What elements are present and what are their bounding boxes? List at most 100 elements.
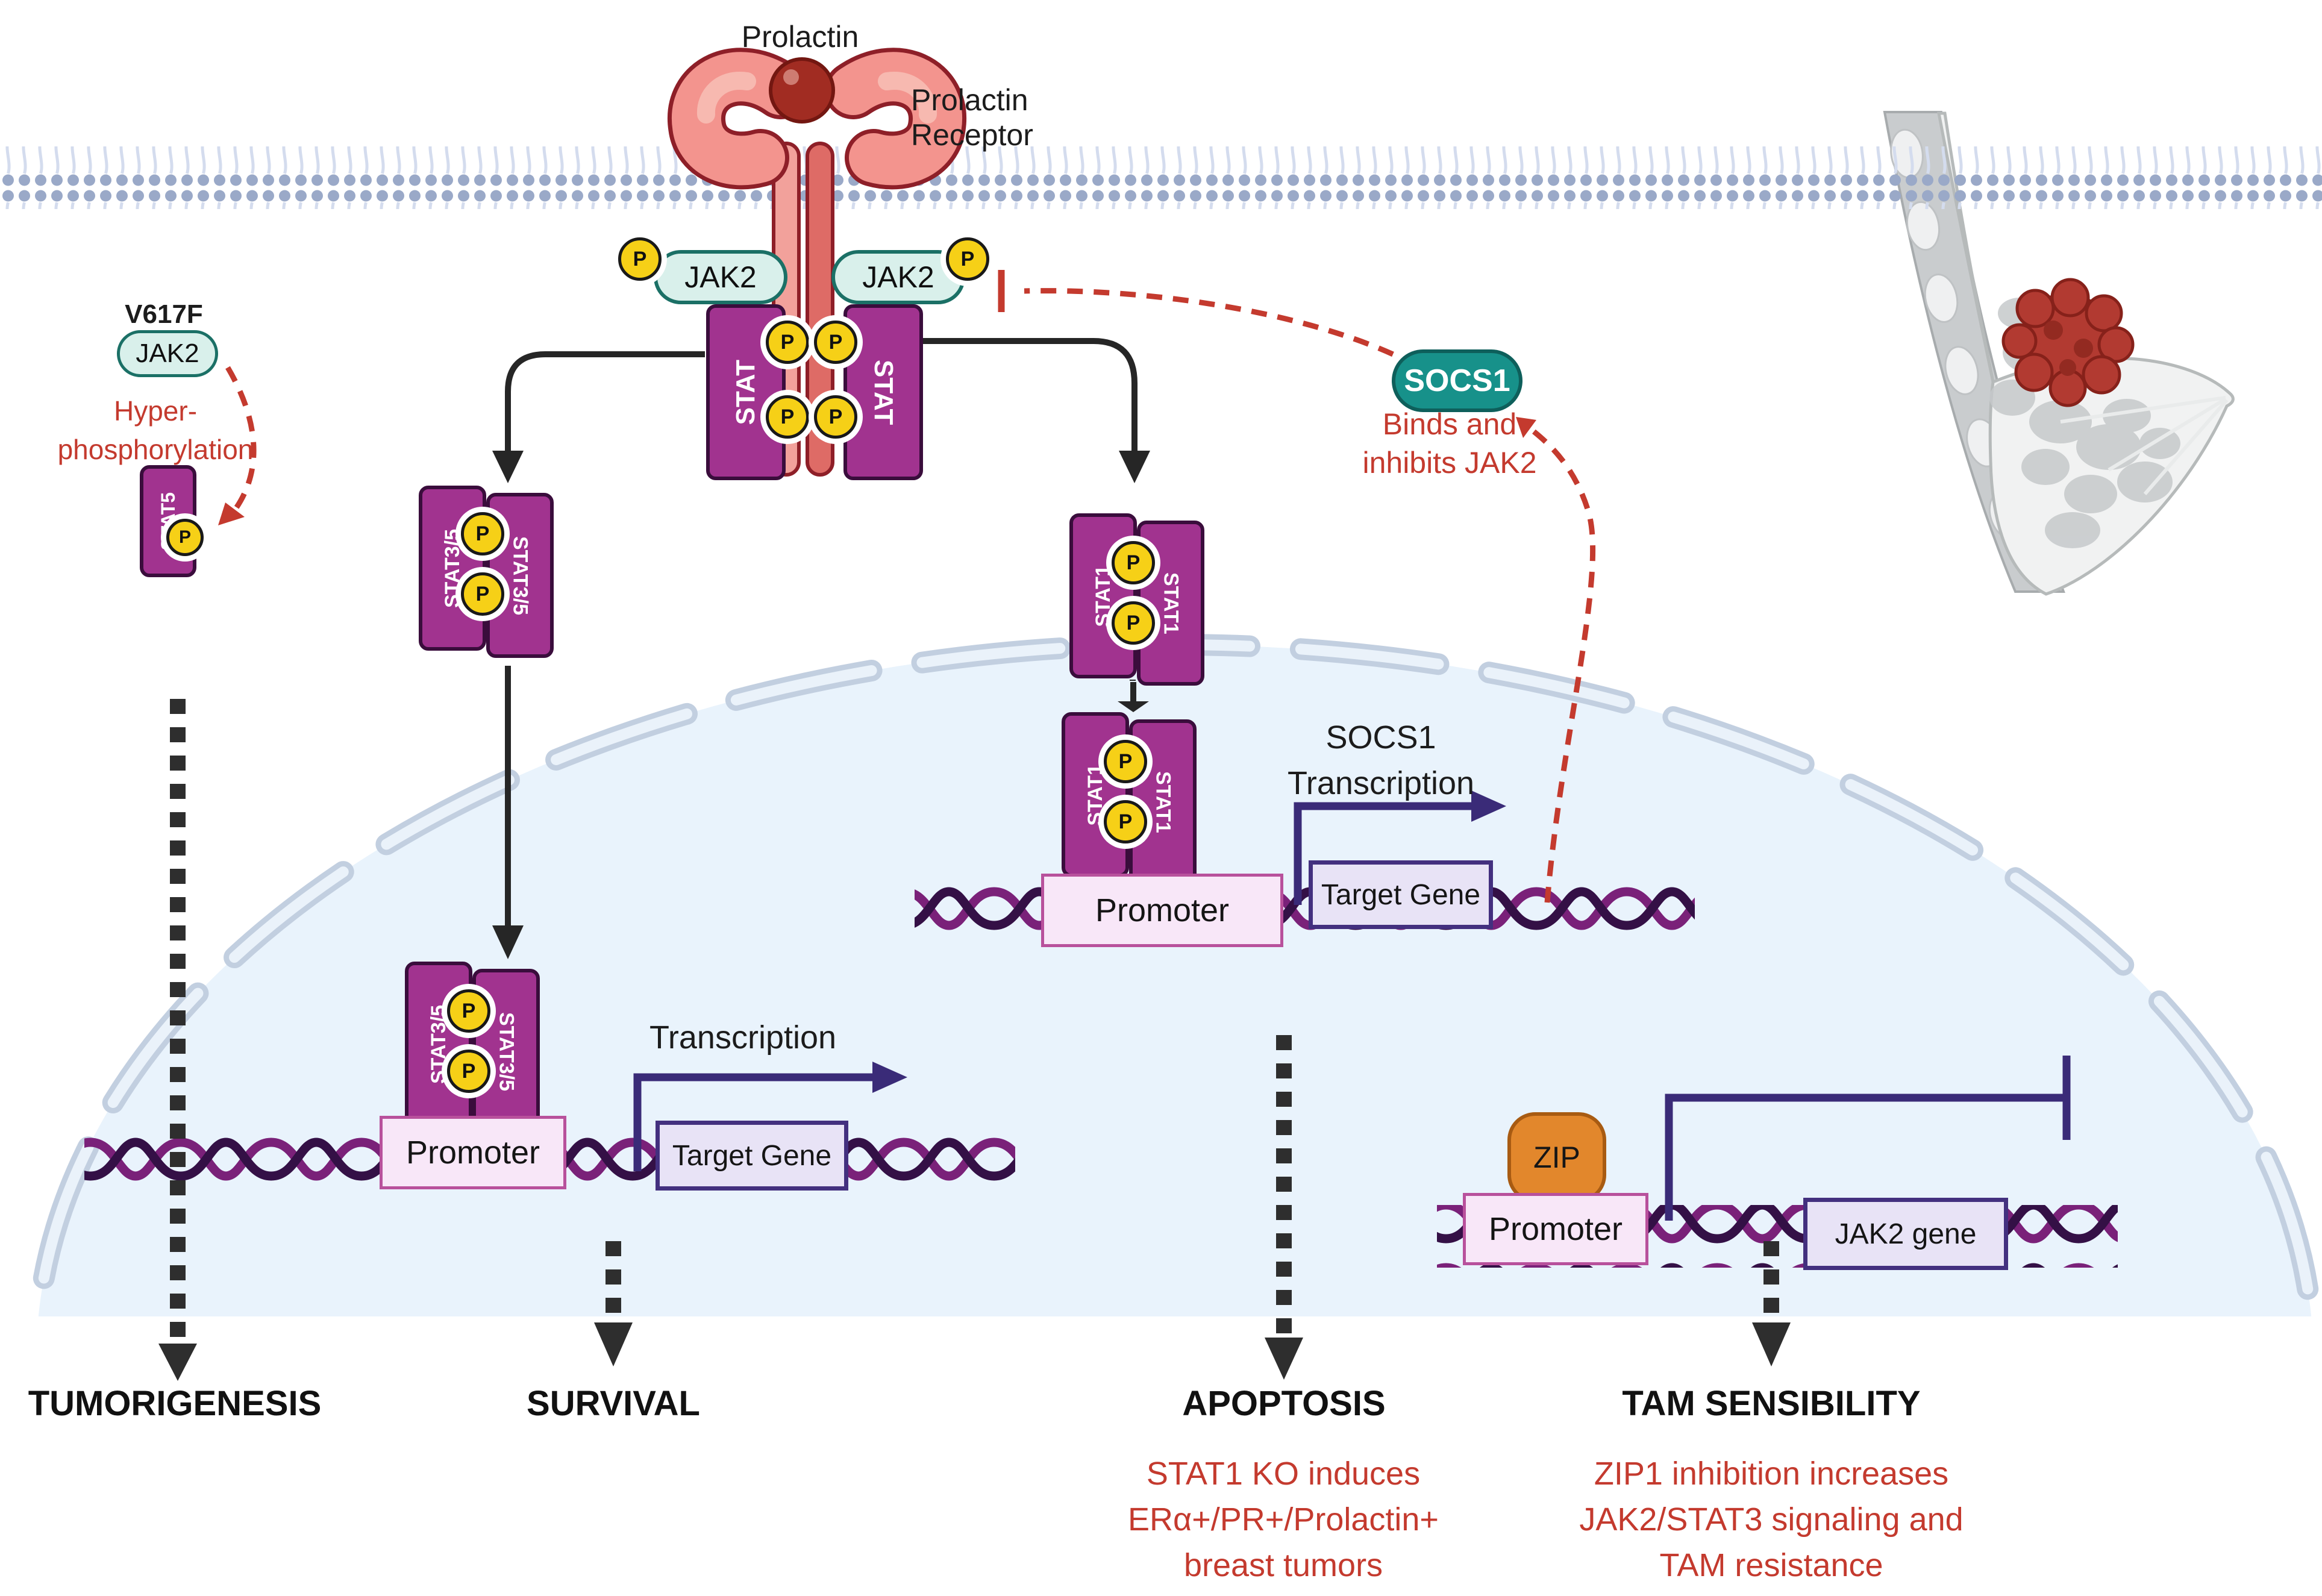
stat35-nuc-left: STAT3/5: [405, 962, 472, 1127]
apoptosis-note-line2: ERα+/PR+/Prolactin+: [1128, 1501, 1439, 1538]
phospho-stat-left-upper: P: [766, 321, 809, 364]
promoter-jak2-row: Promoter: [1463, 1193, 1648, 1265]
arrowhead-tam: [1752, 1322, 1791, 1366]
stat1-dimer-cytoplasm: STAT1 STAT1: [1069, 513, 1204, 686]
tumor: [2001, 278, 2135, 407]
tam-note-line3: TAM resistance: [1659, 1547, 1883, 1583]
stat35-nuc-right: STAT3/5: [472, 969, 540, 1134]
socs1-protein: SOCS1: [1392, 349, 1522, 412]
arrowhead-transcription-socs1: [1471, 790, 1506, 822]
transcription-arrows: [633, 802, 2071, 1221]
phospho-stat35-dimer-lower: P: [461, 572, 504, 616]
socs1-inhibits-jak2-path: [1024, 288, 1394, 357]
stat35-dimer-right: STAT3/5: [486, 493, 554, 658]
phospho-stat1-dimer-lower: P: [1112, 601, 1155, 645]
target-gene-socs1-row: Target Gene: [1309, 860, 1493, 929]
arrowhead-tumorigenesis: [158, 1344, 197, 1381]
socs1-note-line2: inhibits JAK2: [1362, 446, 1537, 480]
stat1-nuc-left-label: STAT1: [1083, 763, 1107, 826]
inhibited-transcription-jak2: [1665, 1094, 2067, 1221]
zip-protein: ZIP: [1507, 1112, 1606, 1203]
dna-socs1-row: [915, 871, 1695, 934]
arrow-to-stat1: [923, 338, 1138, 451]
receptor-stat-right: STAT: [843, 304, 923, 480]
prolactin-receptor-label-line1: Prolactin: [911, 83, 1028, 117]
stat1-dimer-nucleus: STAT1 STAT1: [1062, 712, 1197, 884]
phospho-stat1-nuc-lower: P: [1104, 800, 1147, 843]
transcription-label-stat35: Transcription: [649, 1019, 837, 1056]
outcome-tam-sensibility: TAM SENSIBILITY: [1622, 1384, 1921, 1423]
prolactin-ligand-ball: [769, 57, 835, 124]
socs1-transcription-label: SOCS1 Transcription: [1260, 715, 1501, 806]
tam-note-line2: JAK2/STAT3 signaling and: [1579, 1501, 1964, 1538]
receptor-stat-right-label: STAT: [869, 359, 898, 425]
plasma-membrane: [0, 146, 2322, 209]
phospho-stat35-nuc-lower: P: [447, 1050, 490, 1093]
arrowhead-apoptosis: [1265, 1338, 1303, 1380]
phospho-stat5: P: [166, 519, 204, 556]
arrowhead-survival: [594, 1322, 633, 1366]
milk-ducts: [2060, 396, 2229, 495]
transcription-arrow-stat35: [633, 1073, 872, 1171]
outcome-tumorigenesis: TUMORIGENESIS: [28, 1384, 322, 1423]
jak2-mutant: JAK2: [117, 330, 218, 377]
arrowhead-transcription-stat35: [872, 1062, 907, 1093]
receptor-stalk-right: [806, 142, 834, 477]
breast-anatomy-illustration: [1883, 111, 2235, 596]
stat35-nuc-right-label: STAT3/5: [495, 1012, 518, 1091]
jak2-left: JAK2: [654, 250, 787, 304]
jak2-right: JAK2: [831, 250, 965, 304]
hyperphosphorylation-line2: phosphorylation: [57, 434, 254, 465]
phospho-stat-left-lower: P: [766, 395, 809, 439]
prolactin-receptor-label-line2: Receptor: [911, 117, 1033, 152]
arrow-to-stat35: [505, 351, 705, 451]
socs1-note: Binds and inhibits JAK2: [1299, 405, 1600, 482]
apoptosis-note: STAT1 KO induces ERα+/PR+/Prolactin+ bre…: [1103, 1451, 1464, 1588]
phospho-stat1-nuc-upper: P: [1104, 740, 1147, 783]
receptor-stat-left-label: STAT: [731, 359, 760, 425]
v617f-mutation-label: V617F: [125, 299, 203, 329]
arrowhead-hyperphosphorylation: [218, 502, 245, 525]
transcription-arrow-socs1: [1294, 802, 1471, 905]
promoter-socs1-row: Promoter: [1041, 874, 1283, 947]
phospho-stat1-dimer-upper: P: [1112, 541, 1155, 584]
outcome-arrows: [170, 699, 1779, 1341]
phospho-stat-right-lower: P: [814, 395, 857, 439]
socs1-transcription-line2: Transcription: [1287, 765, 1475, 801]
arrowhead-to-socs1: [1516, 417, 1536, 438]
apoptosis-note-line1: STAT1 KO induces: [1146, 1456, 1421, 1492]
outcome-survival: SURVIVAL: [527, 1384, 700, 1423]
promoter-stat35-row: Promoter: [380, 1116, 566, 1189]
phospho-stat-right-upper: P: [814, 321, 857, 364]
tam-note: ZIP1 inhibition increases JAK2/STAT3 sig…: [1573, 1451, 1970, 1588]
arrowhead-stat35: [492, 451, 524, 483]
stat35-dimer-nucleus: STAT3/5 STAT3/5: [405, 962, 540, 1134]
arrowhead-stat1-nucleus: [1118, 701, 1149, 712]
stat1-dimer-left-label: STAT1: [1091, 565, 1115, 627]
prolactin-receptor-label: Prolactin Receptor: [911, 83, 1164, 152]
stat1-dimer-right-label: STAT1: [1159, 572, 1183, 634]
arrowhead-stat1: [1119, 451, 1150, 483]
phospho-jak2-right: P: [946, 237, 989, 281]
prolactin-receptor-graphic: [668, 48, 966, 477]
hyperphosphorylation-label: Hyper- phosphorylation: [23, 392, 288, 469]
jak2-gene-box: JAK2 gene: [1803, 1198, 2008, 1270]
arrowhead-stat35-nucleus: [492, 925, 524, 959]
phospho-stat35-nuc-upper: P: [447, 989, 490, 1033]
tam-note-line1: ZIP1 inhibition increases: [1594, 1456, 1949, 1492]
stat1-nuc-left: STAT1: [1062, 712, 1129, 877]
socs1-feedback: [225, 270, 1596, 903]
stat35-dimer-right-label: STAT3/5: [509, 536, 532, 615]
stat35-dimer-cytoplasm: STAT3/5 STAT3/5: [419, 486, 554, 658]
stat1-dimer-left: STAT1: [1069, 513, 1137, 678]
apoptosis-note-line3: breast tumors: [1183, 1547, 1383, 1583]
socs1-note-line1: Binds and: [1382, 407, 1517, 441]
socs1-transcription-line1: SOCS1: [1325, 719, 1436, 756]
stat1-dimer-right: STAT1: [1137, 521, 1204, 686]
stat1-nuc-right-label: STAT1: [1151, 771, 1175, 833]
outcome-apoptosis: APOPTOSIS: [1182, 1384, 1386, 1423]
stat-release-arrows: [505, 338, 1138, 451]
targetgene-to-socs1-path: [1527, 425, 1596, 903]
phospho-stat35-dimer-upper: P: [461, 512, 504, 555]
